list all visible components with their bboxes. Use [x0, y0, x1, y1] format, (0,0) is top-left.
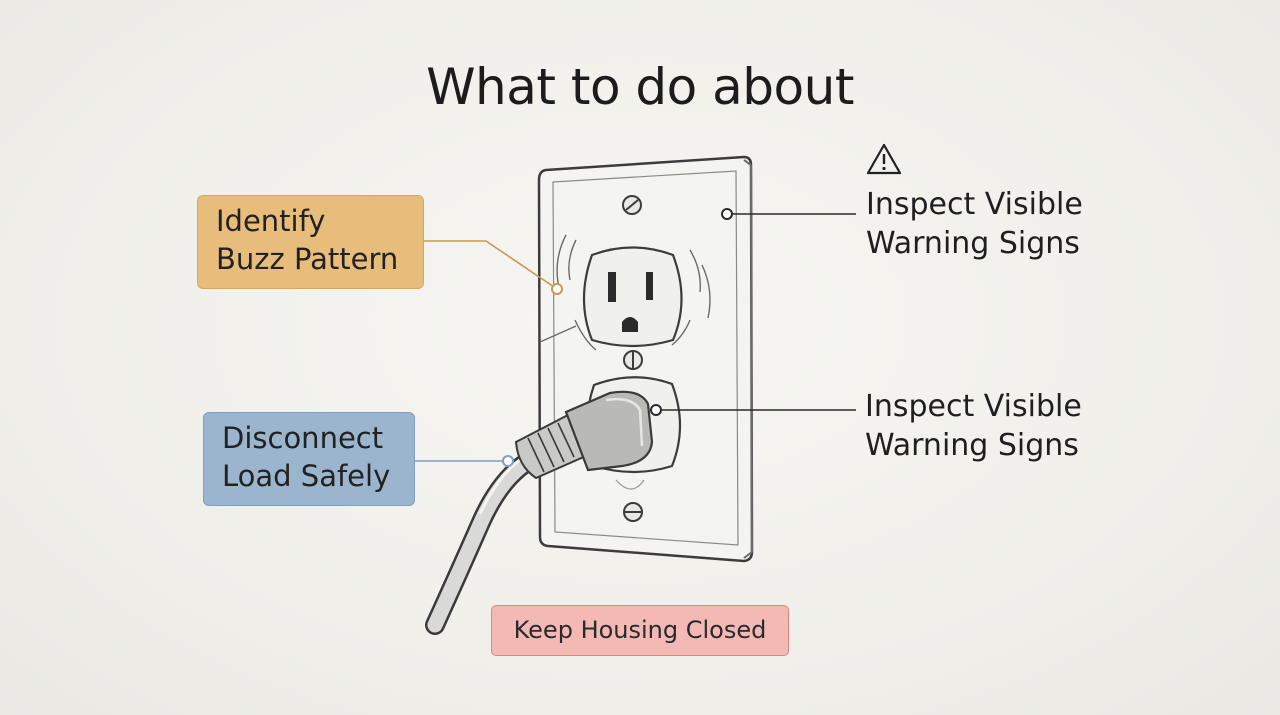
callout-line: Inspect Visible	[866, 187, 1083, 222]
callout-line: Inspect Visible	[865, 389, 1082, 424]
callout-line: Disconnect	[222, 421, 384, 455]
callout-line: Warning Signs	[866, 226, 1080, 261]
warning-triangle-icon	[866, 143, 902, 175]
callout-disconnect-load-safely: Disconnect Load Safely	[203, 412, 415, 506]
screw-icon	[622, 195, 642, 215]
callout-line: Load Safely	[222, 459, 391, 493]
upper-receptacle	[582, 246, 683, 348]
callout-identify-buzz-pattern: Identify Buzz Pattern	[197, 195, 424, 289]
callout-line: Identify	[216, 204, 326, 238]
callout-inspect-warning-signs-middle: Inspect Visible Warning Signs	[865, 387, 1082, 465]
callout-keep-housing-closed: Keep Housing Closed	[491, 605, 789, 656]
wall-plate	[537, 155, 754, 563]
page-title: What to do about	[426, 58, 854, 116]
leader-dots	[502, 208, 733, 467]
leader-lines	[415, 213, 856, 462]
callout-inspect-warning-signs-top: Inspect Visible Warning Signs	[866, 185, 1083, 263]
callout-line: Warning Signs	[865, 428, 1079, 463]
screw-icon	[623, 350, 643, 370]
callout-line: Buzz Pattern	[216, 242, 399, 276]
power-cord	[425, 445, 550, 635]
plug-icon	[514, 390, 654, 480]
screw-icon	[623, 502, 643, 522]
